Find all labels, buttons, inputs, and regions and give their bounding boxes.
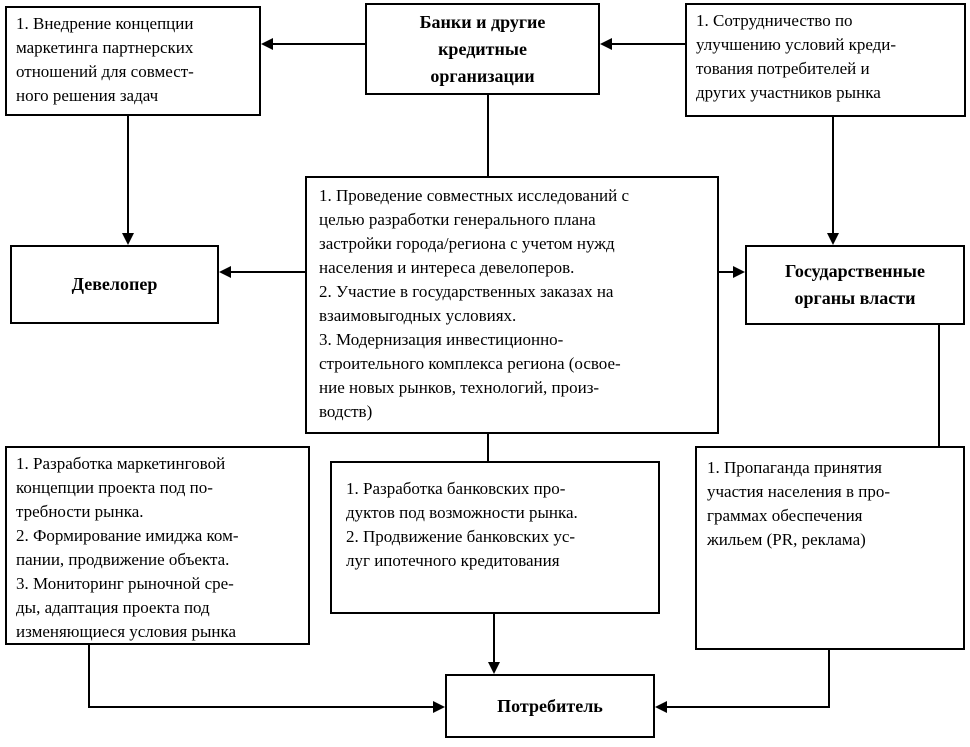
connector-joint-to-developer-arrowhead	[219, 266, 231, 278]
connector-cooperation-to-government-arrowhead	[827, 233, 839, 245]
box-developer: Девелопер	[10, 245, 219, 324]
connector-government-to-govtasks-line	[938, 325, 940, 446]
connector-partnership-to-developer-line	[127, 116, 129, 234]
connector-govtasks-to-consumer-vline	[828, 650, 830, 708]
box-partnership-concept: 1. Внедрение концепции маркетинга партне…	[5, 6, 261, 116]
connector-joint-to-developer-line	[229, 271, 305, 273]
connector-devtasks-to-consumer-hline	[88, 706, 436, 708]
developer-label: Девелопер	[71, 274, 158, 294]
connector-banktasks-to-consumer-line	[493, 614, 495, 663]
partnership-concept-text: 1. Внедрение концепции маркетинга партне…	[16, 14, 194, 105]
consumer-label: Потребитель	[497, 695, 603, 716]
connector-partnership-to-developer-arrowhead	[122, 233, 134, 245]
connector-cooperation-to-government-line	[832, 117, 834, 234]
connector-govtasks-to-consumer-hline	[667, 706, 830, 708]
connector-banks-to-partnership-line	[271, 43, 365, 45]
connector-cooperation-to-banks-line	[610, 43, 685, 45]
connector-devtasks-to-consumer-vline	[88, 645, 90, 708]
connector-joint-to-government-line	[719, 271, 735, 273]
developer-tasks-text: 1. Разработка маркетинговой концепции пр…	[16, 454, 239, 641]
box-government-tasks: 1. Пропаганда принятия участия населения…	[695, 446, 965, 650]
connector-cooperation-to-banks-arrowhead	[600, 38, 612, 50]
government-label: Государственные органы власти	[785, 261, 925, 308]
box-joint-activities: 1. Проведение совместных исследований с …	[305, 176, 719, 434]
connector-banktasks-to-consumer-arrowhead	[488, 662, 500, 674]
box-consumer: Потребитель	[445, 674, 655, 738]
box-government: Государственные органы власти	[745, 245, 965, 325]
box-bank-tasks: 1. Разработка банковских про- дуктов под…	[330, 461, 660, 614]
connector-joint-to-government-arrowhead	[733, 266, 745, 278]
box-developer-tasks: 1. Разработка маркетинговой концепции пр…	[5, 446, 310, 645]
cooperation-text: 1. Сотрудничество по улучшению условий к…	[696, 11, 897, 102]
joint-activities-text: 1. Проведение совместных исследований с …	[319, 186, 630, 421]
bank-tasks-text: 1. Разработка банковских про- дуктов под…	[346, 479, 578, 570]
banks-label: Банки и другие кредитные организации	[419, 11, 546, 86]
box-cooperation: 1. Сотрудничество по улучшению условий к…	[685, 3, 966, 117]
connector-banks-to-partnership-arrowhead	[261, 38, 273, 50]
government-tasks-text: 1. Пропаганда принятия участия населения…	[707, 458, 891, 549]
box-banks: Банки и другие кредитные организации	[365, 3, 600, 95]
connector-devtasks-to-consumer-arrowhead	[433, 701, 445, 713]
connector-joint-to-banktasks-line	[487, 434, 489, 461]
connector-banks-to-joint-line	[487, 95, 489, 176]
connector-govtasks-to-consumer-arrowhead	[655, 701, 667, 713]
